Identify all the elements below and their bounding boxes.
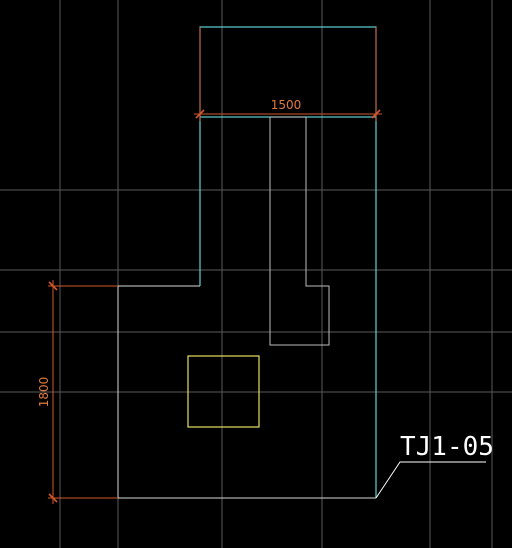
- left-dimension-tick-bottom: [48, 493, 58, 503]
- left-dimension: 1800: [37, 280, 118, 504]
- left-dimension-tick-top: [48, 281, 58, 291]
- footing-tag-label: TJ1-05: [400, 432, 494, 462]
- top-dimension: 1500: [194, 27, 382, 121]
- footing-tag: TJ1-05: [375, 432, 494, 499]
- top-dimension-tick-left: [195, 109, 205, 119]
- top-dimension-label: 1500: [271, 98, 302, 112]
- column-square: [187, 355, 260, 428]
- footing-left-edges: [117, 285, 376, 499]
- top-dimension-tick-right: [371, 109, 381, 119]
- footing-outline: [117, 117, 377, 499]
- inner-column-outline: [269, 117, 330, 346]
- left-dimension-label: 1800: [37, 377, 51, 408]
- footing-tag-leader: [375, 461, 486, 499]
